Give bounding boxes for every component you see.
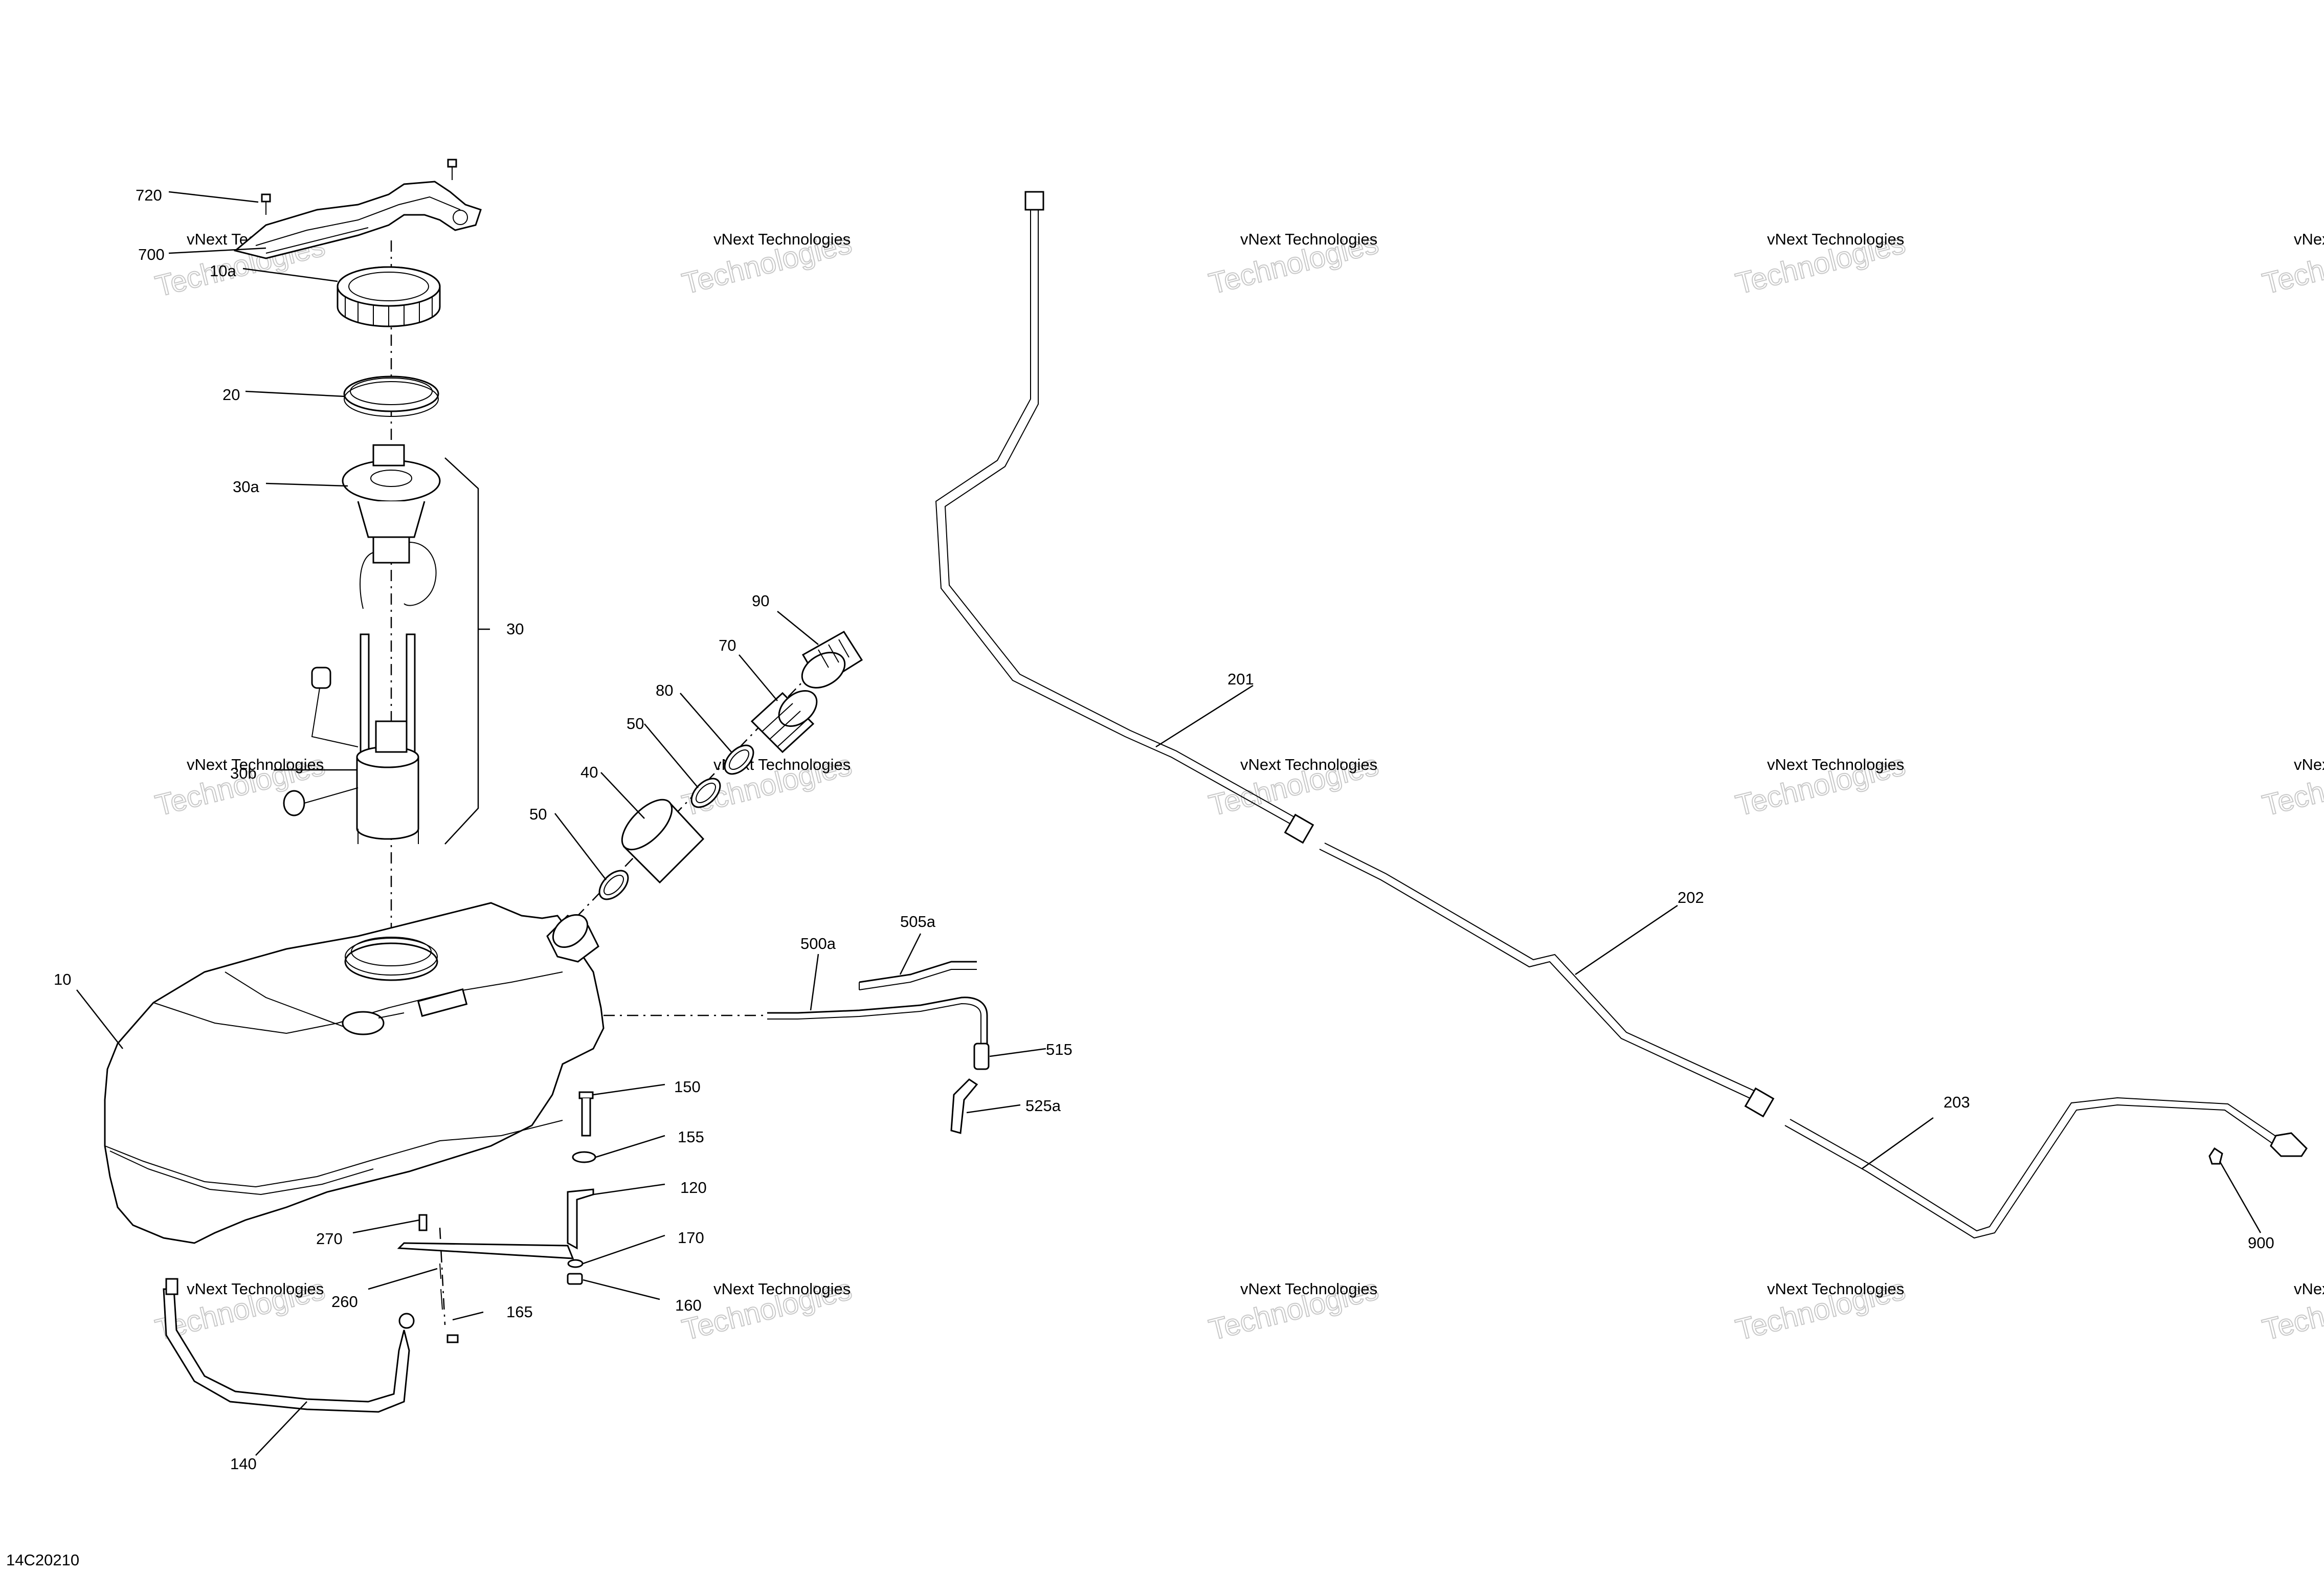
svg-text:vNext Technologies: vNext Technologies	[1240, 756, 1377, 773]
svg-text:vNext Technologies: vNext Technologies	[1767, 230, 1904, 248]
callout-720: 720	[136, 186, 162, 204]
callout-203: 203	[1943, 1093, 1970, 1111]
callout-120: 120	[680, 1179, 707, 1197]
svg-text:vNext Technologies: vNext Technologies	[713, 1280, 851, 1298]
clip-165	[446, 1334, 459, 1343]
callout-150: 150	[674, 1078, 701, 1096]
callout-270: 270	[316, 1230, 343, 1248]
strap-140	[163, 1278, 415, 1413]
svg-text:vNext Technologies: vNext Technologies	[2294, 756, 2324, 773]
pump-flange-30a	[342, 444, 441, 609]
callout-50-lower: 50	[529, 805, 547, 823]
spring-260	[439, 1263, 443, 1310]
callout-500a: 500a	[800, 935, 836, 953]
clamp-80	[724, 744, 754, 775]
fuel-line-203	[1784, 1097, 2308, 1239]
vent-hose-500a	[767, 997, 988, 1044]
svg-text:vNext Technologies: vNext Technologies	[1767, 756, 1904, 773]
fitting-515	[973, 1043, 990, 1070]
watermark: Technologies vNext Technologies	[1732, 1272, 1909, 1347]
fuel-tank-10	[104, 902, 605, 1244]
svg-text:vNext Technologies: vNext Technologies	[713, 230, 851, 248]
lock-ring-10a	[337, 266, 441, 327]
callout-700: 700	[138, 246, 165, 263]
svg-text:vNext Technologies: vNext Technologies	[2294, 230, 2324, 248]
callout-515: 515	[1046, 1040, 1072, 1058]
callout-50-upper: 50	[627, 715, 644, 733]
callout-10: 10	[54, 970, 71, 988]
filler-hose-40	[621, 799, 705, 884]
washer-155	[572, 1151, 596, 1163]
svg-text:vNext Technologies: vNext Technologies	[1240, 230, 1377, 248]
bracket-700	[233, 181, 482, 259]
callout-525a: 525a	[1025, 1097, 1061, 1115]
callout-80: 80	[656, 681, 673, 699]
leader-lines	[76, 191, 2262, 1456]
seal-ring-20	[343, 375, 439, 417]
svg-text:vNext Technologies: vNext Technologies	[1240, 1280, 1377, 1298]
callout-165: 165	[506, 1303, 533, 1321]
svg-text:vNext Technologies: vNext Technologies	[2294, 1280, 2324, 1298]
callout-505a: 505a	[900, 913, 936, 931]
fuel-cap-90	[801, 630, 863, 689]
strap-bolt-axis-line	[439, 1227, 446, 1325]
callout-90: 90	[752, 592, 769, 610]
svg-text:vNext Technologies: vNext Technologies	[187, 1280, 324, 1298]
filler-neck-70	[750, 690, 818, 754]
svg-text:vNext Technologies: vNext Technologies	[1767, 1280, 1904, 1298]
watermark: Technologies vNext Technologies	[1205, 748, 1382, 823]
watermark: Technologies vNext Technologies	[2259, 226, 2324, 301]
callout-900: 900	[2248, 1234, 2274, 1252]
bracket-120	[567, 1188, 594, 1250]
callout-202: 202	[1678, 889, 1704, 906]
watermark: Technologies vNext Technologies	[1205, 226, 1382, 301]
watermark: Technologies vNext Technologies	[2259, 1272, 2324, 1347]
callout-20: 20	[222, 386, 240, 404]
clamp-50-upper	[690, 778, 721, 808]
callout-70: 70	[719, 636, 736, 654]
nut-160	[567, 1273, 583, 1285]
callout-labels: 720 700 10a 20 30a 30 30b 90 70 80 50 40…	[54, 186, 2274, 1473]
callout-30a: 30a	[233, 478, 259, 496]
clamp-50-lower	[598, 870, 629, 900]
hose-505a	[859, 961, 977, 990]
callout-201: 201	[1227, 670, 1254, 688]
strap-pad-270	[397, 1214, 574, 1259]
bolt-150	[578, 1091, 594, 1137]
callout-40: 40	[580, 763, 598, 781]
watermark: Technologies vNext Technologies	[678, 226, 855, 301]
callout-155: 155	[678, 1128, 704, 1146]
assembly-30-bracket	[444, 457, 479, 845]
watermark: Technologies vNext Technologies	[678, 1272, 855, 1347]
fuel-pump-30b	[283, 633, 419, 844]
watermark: Technologies vNext Technologies	[2259, 748, 2324, 823]
hose-525a	[950, 1078, 978, 1134]
callout-140: 140	[230, 1455, 257, 1473]
callout-30: 30	[506, 620, 524, 638]
diagram-id: 14C20210	[6, 1551, 79, 1569]
callout-30b: 30b	[230, 764, 257, 782]
clip-900	[2208, 1147, 2223, 1165]
watermark: Technologies vNext Technologies	[1732, 226, 1909, 301]
fuel-line-202	[1319, 843, 1775, 1118]
screw-720	[261, 159, 457, 215]
callout-160: 160	[675, 1296, 702, 1314]
watermark: Technologies vNext Technologies	[1205, 1272, 1382, 1347]
washer-170	[567, 1259, 584, 1268]
callout-10a: 10a	[210, 262, 236, 280]
callout-260: 260	[331, 1293, 358, 1311]
callout-170: 170	[678, 1229, 704, 1247]
watermark: Technologies vNext Technologies	[1732, 748, 1909, 823]
